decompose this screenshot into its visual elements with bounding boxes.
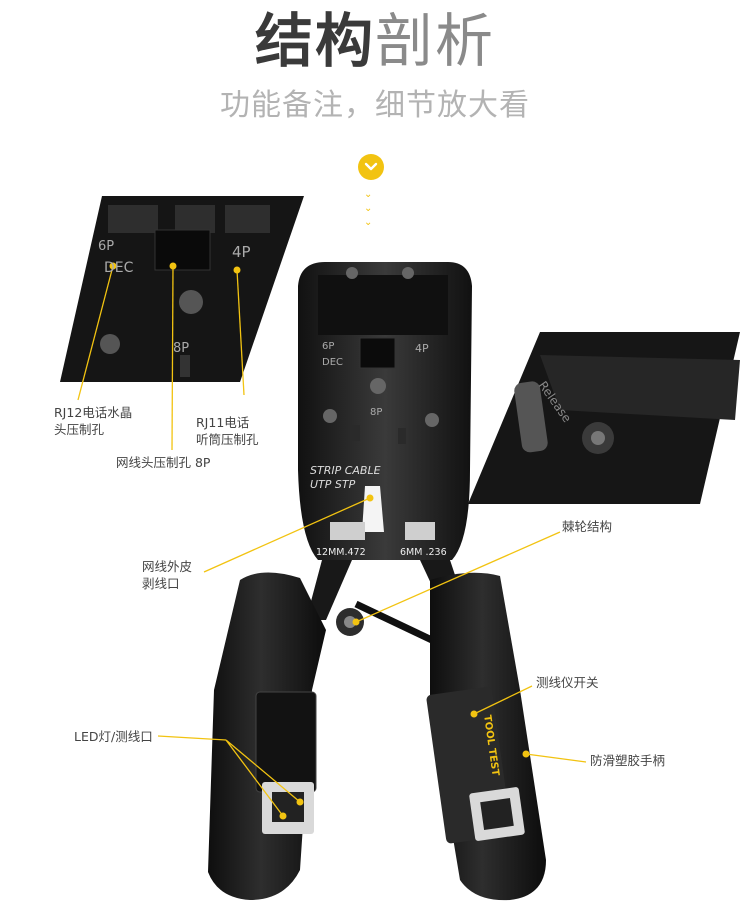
title-light: 剖析 — [375, 7, 496, 75]
chevron-down-icon: ⌄ — [364, 203, 373, 214]
page-title: 结构剖析 — [0, 6, 750, 76]
scroll-down-button[interactable] — [358, 154, 384, 180]
head-label-4p: 4P — [415, 342, 429, 355]
head-label-8p: 8P — [370, 407, 383, 418]
crimper-head — [298, 262, 472, 560]
page-subtitle: 功能备注，细节放大看 — [220, 88, 530, 123]
title-main: 结构 — [254, 7, 375, 75]
callout-stripper: 网线外皮 剥线口 — [142, 559, 193, 591]
release-label: Release — [535, 378, 575, 426]
strip-6mm-label: 6MM .236 — [400, 547, 447, 558]
callout-tester-switch: 测线仪开关 — [536, 675, 599, 690]
die-label-6p: 6P — [98, 239, 115, 254]
callout-rj12: RJ12电话水晶 头压制孔 — [54, 405, 133, 437]
utp-stp-label: UTP STP — [310, 478, 356, 491]
die-label-dec: DEC — [104, 260, 134, 276]
callout-led: LED灯/测线口 — [74, 729, 153, 744]
chevron-down-icon — [364, 162, 378, 171]
callout-ratchet: 棘轮结构 — [562, 519, 613, 534]
head-label-6p: 6P — [322, 341, 335, 352]
callout-rj45: 网线头压制孔 8P — [116, 455, 211, 470]
head-label-dec: DEC — [322, 357, 344, 368]
tester-brand-label: TOOL TEST — [481, 714, 501, 777]
strip-cable-label: STRIP CABLE — [310, 464, 381, 477]
chevron-down-icon: ⌄ — [364, 217, 373, 228]
chevron-down-icon: ⌄ — [364, 189, 373, 200]
strip-12mm-label: 12MM.472 — [316, 547, 366, 558]
callout-rj11: RJ11电话 听筒压制孔 — [196, 415, 259, 447]
die-label-8p: 8P — [173, 341, 190, 356]
callout-grip: 防滑塑胶手柄 — [590, 753, 666, 768]
zoom-inset-ratchet — [468, 332, 740, 504]
die-label-4p: 4P — [232, 243, 251, 261]
